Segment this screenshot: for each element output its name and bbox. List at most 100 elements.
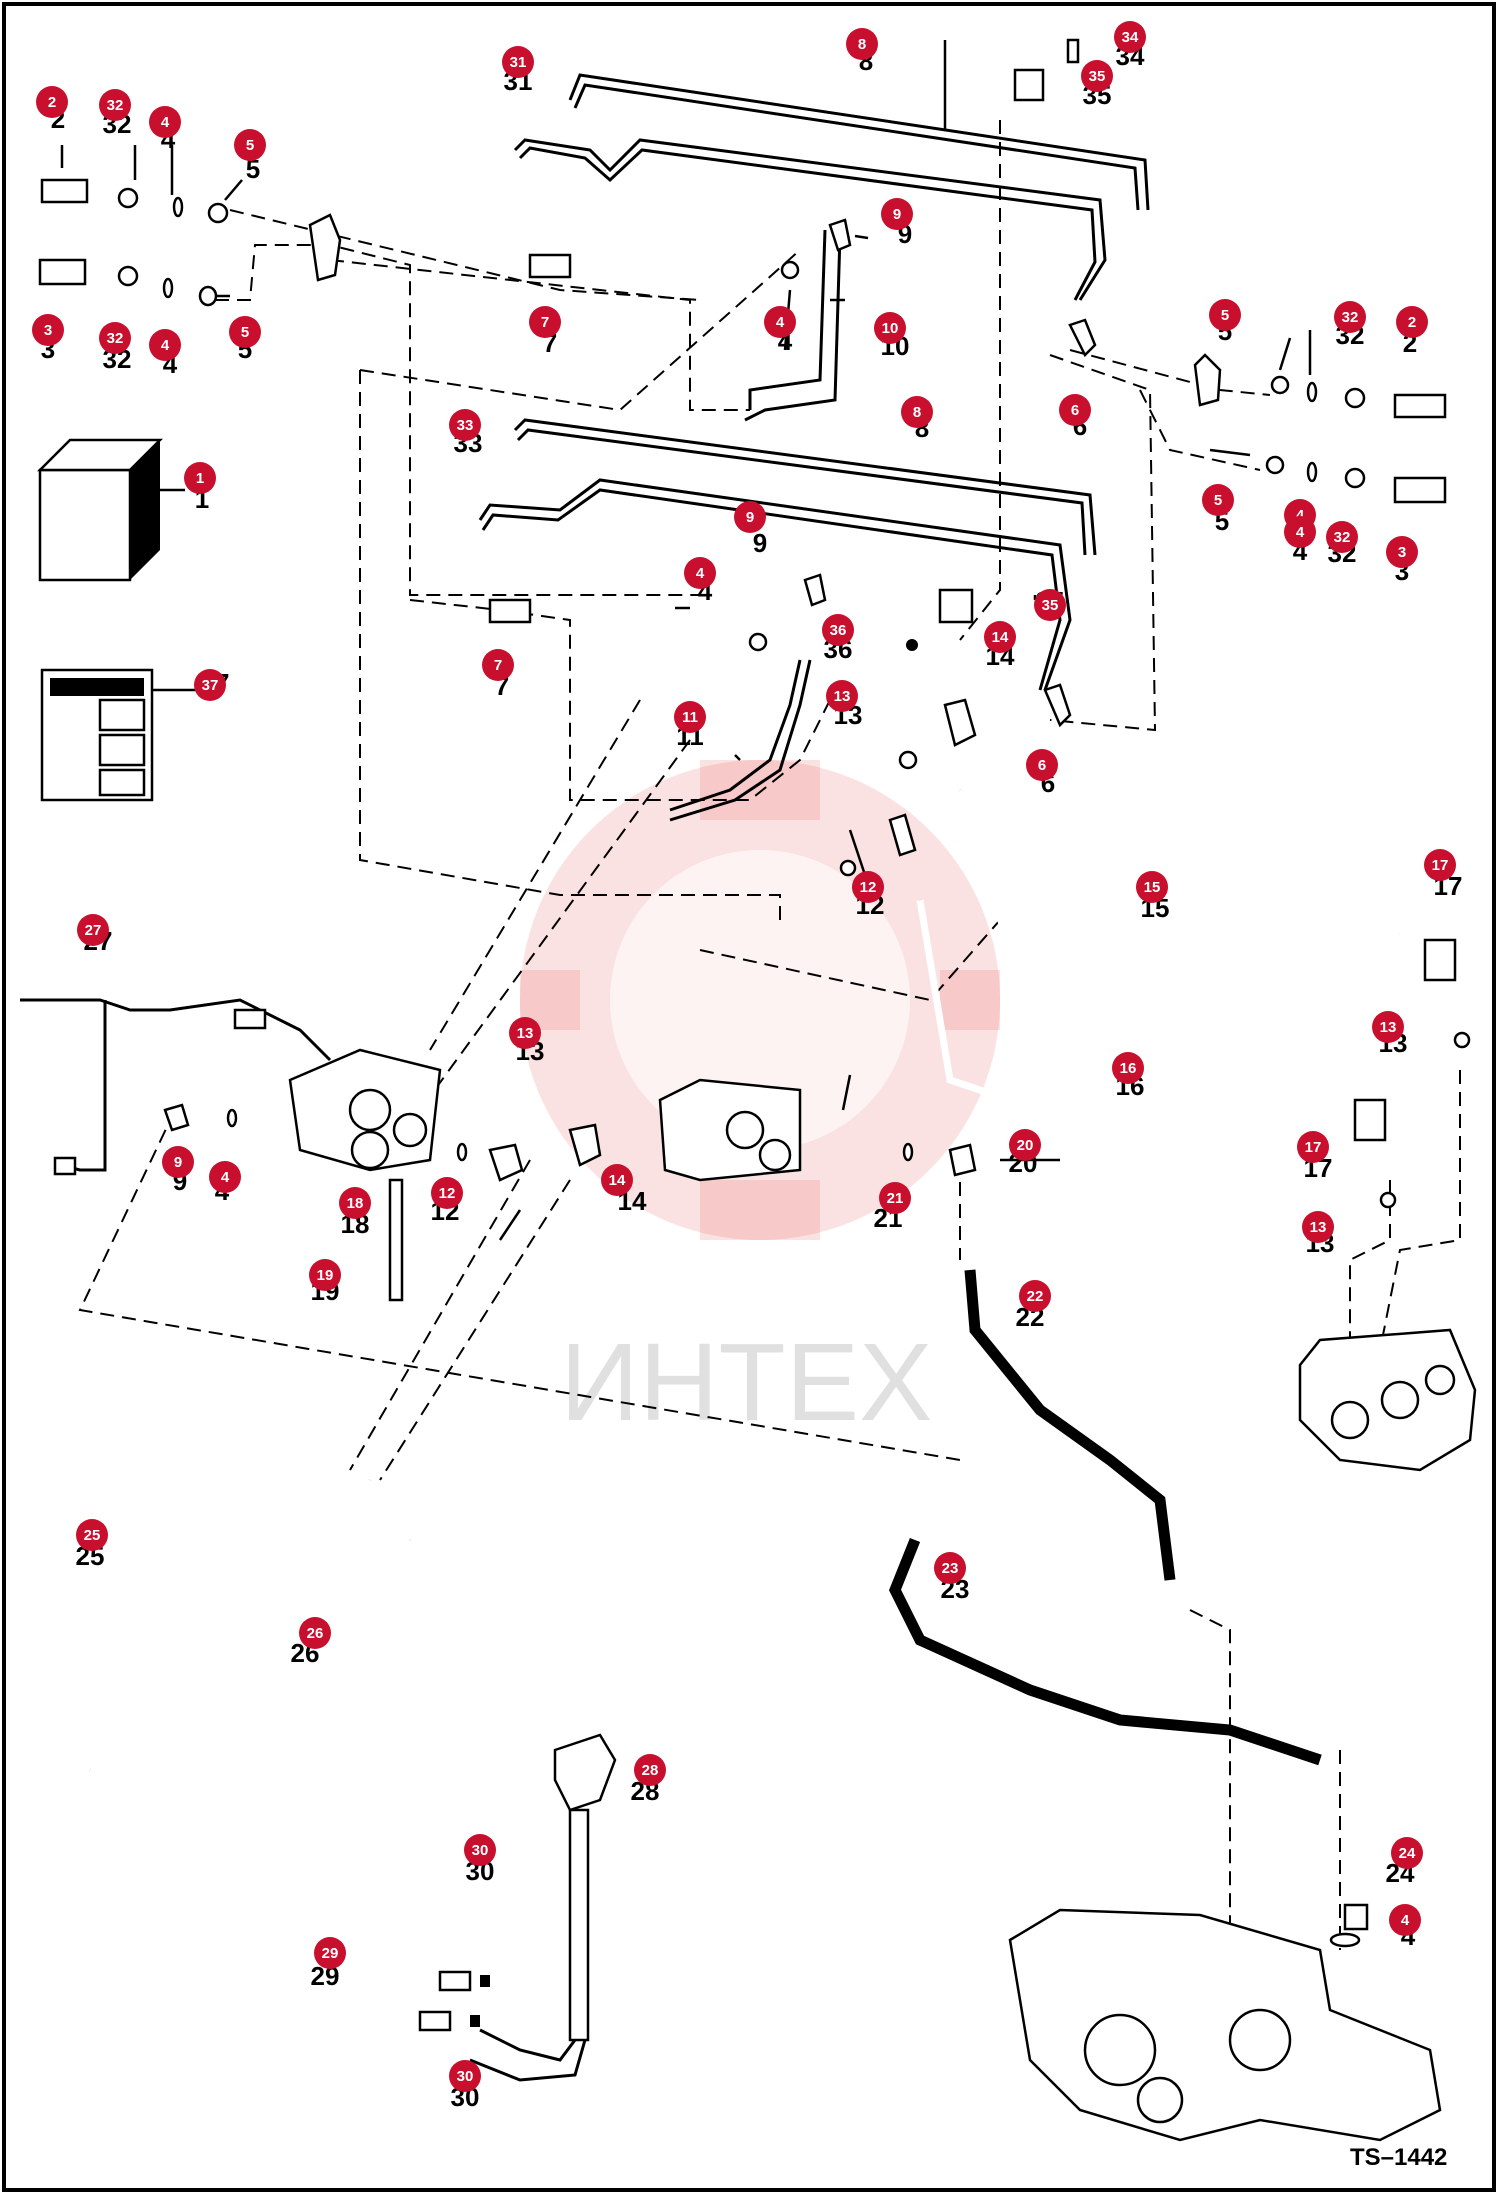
svg-text:5: 5 — [241, 324, 249, 341]
terminal-lower — [470, 2015, 480, 2027]
callout-bubble-9: 9 — [881, 198, 913, 230]
svg-text:9: 9 — [174, 1154, 182, 1171]
callout-bubble-3: 3 — [32, 314, 64, 346]
svg-text:35: 35 — [1089, 68, 1106, 85]
svg-text:18: 18 — [347, 1195, 364, 1212]
svg-text:16: 16 — [1120, 1060, 1137, 1077]
svg-text:26: 26 — [307, 1625, 324, 1642]
callout-bubble-17: 17 — [1297, 1131, 1329, 1163]
callout-bubble-4: 4 — [684, 557, 716, 589]
svg-text:11: 11 — [682, 709, 698, 726]
callout-bubble-8: 8 — [846, 28, 878, 60]
callout-bubble-13: 13 — [1302, 1211, 1334, 1243]
callout-bubble-9: 9 — [162, 1146, 194, 1178]
switch-lower — [418, 2010, 452, 2032]
bolt-upper — [1066, 38, 1080, 64]
callout-bubble-4: 4 — [149, 106, 181, 138]
main-control-valve — [1298, 938, 1477, 1472]
svg-text:3: 3 — [44, 322, 52, 339]
terminal-upper — [480, 1975, 490, 1987]
callout-bubble-9: 9 — [734, 501, 766, 533]
callout-bubble-3: 3 — [1386, 536, 1418, 568]
callout-bubble-1: 1 — [184, 462, 216, 494]
svg-text:15: 15 — [1144, 879, 1161, 896]
svg-text:36: 36 — [830, 622, 847, 639]
svg-text:4: 4 — [776, 314, 785, 331]
coupler-right-top — [1193, 353, 1447, 419]
fitting-14-upper — [943, 698, 977, 747]
svg-text:30: 30 — [472, 1842, 489, 1859]
oring-13-lower — [456, 1142, 468, 1162]
callout-bubble-17: 17 — [1424, 849, 1456, 881]
callout-bubble-7: 7 — [482, 649, 514, 681]
callout-bubble-30: 30 — [464, 1834, 496, 1866]
callout-bubble-37: 37 — [194, 669, 226, 701]
svg-text:4: 4 — [1296, 507, 1305, 524]
svg-text:3: 3 — [1398, 544, 1406, 561]
fitting-14-lower — [568, 1123, 602, 1167]
svg-text:33: 33 — [457, 417, 474, 434]
fitting-9-mid — [803, 573, 827, 607]
svg-text:4: 4 — [221, 1169, 230, 1186]
tee-fitting-lower — [488, 598, 532, 624]
svg-text:21: 21 — [887, 1190, 904, 1207]
svg-text:28: 28 — [642, 1762, 659, 1779]
auxiliary-valve — [658, 1078, 977, 1182]
callout-bubble-4: 4 — [1389, 1904, 1421, 1936]
svg-text:7: 7 — [494, 657, 502, 674]
callout-bubble-2: 2 — [1396, 306, 1428, 338]
callout-bubble-16: 16 — [1112, 1052, 1144, 1084]
svg-text:14: 14 — [609, 1172, 626, 1189]
callout-bubble-36: 36 — [822, 614, 854, 646]
callout-bubble-25: 25 — [76, 1519, 108, 1551]
callout-bubble-30: 30 — [449, 2060, 481, 2092]
callout-bubble-10: 10 — [874, 312, 906, 344]
callout-bubble-14: 14 — [984, 621, 1016, 653]
assembly-dashed-lines — [78, 120, 1461, 2100]
fitting-9-lower — [163, 1103, 190, 1132]
svg-text:8: 8 — [913, 404, 921, 421]
oring-13-mid — [839, 859, 857, 877]
callout-bubble-32: 32 — [99, 322, 131, 354]
svg-text:22: 22 — [1027, 1288, 1044, 1305]
svg-text:34: 34 — [1122, 29, 1139, 46]
svg-text:9: 9 — [746, 509, 754, 526]
svg-text:13: 13 — [1310, 1219, 1327, 1236]
svg-text:1: 1 — [196, 470, 204, 487]
callout-bubble-26: 26 — [299, 1617, 331, 1649]
callout-bubble-35: 35 — [1034, 589, 1066, 621]
callout-bubble-4: 4 — [209, 1161, 241, 1193]
svg-text:7: 7 — [541, 314, 549, 331]
svg-text:30: 30 — [457, 2068, 474, 2085]
callout-bubble-13: 13 — [1372, 1011, 1404, 1043]
callout-bubble-13: 13 — [826, 680, 858, 712]
callout-bubble-12: 12 — [852, 871, 884, 903]
nut-lower — [906, 639, 918, 651]
callout-bubble-34: 34 — [1114, 21, 1146, 53]
decal-sheet — [40, 668, 154, 802]
svg-text:12: 12 — [439, 1185, 456, 1202]
svg-text:2: 2 — [48, 94, 56, 111]
callout-bubble-5: 5 — [1202, 484, 1234, 516]
callout-bubble-4: 4 — [149, 329, 181, 361]
leader-lines — [60, 40, 1312, 1241]
fitting-9-upper — [828, 218, 852, 252]
callout-bubble-35: 35 — [1081, 60, 1113, 92]
callout-bubble-27: 27 — [77, 914, 109, 946]
callout-bubble-12: 12 — [431, 1177, 463, 1209]
watermark-text: ИНТЕХ — [560, 1321, 932, 1444]
callout-bubble-20: 20 — [1009, 1129, 1041, 1161]
fitting-12-lower — [488, 1143, 524, 1182]
svg-text:13: 13 — [1380, 1019, 1397, 1036]
svg-text:4: 4 — [161, 114, 170, 131]
tee-fitting-upper — [528, 253, 572, 279]
oring-4-upper — [780, 260, 800, 280]
svg-text:5: 5 — [1221, 307, 1229, 324]
callout-bubble-29: 29 — [314, 1937, 346, 1969]
svg-text:32: 32 — [107, 330, 124, 347]
bracket-upper — [1013, 68, 1045, 102]
callout-bubble-8: 8 — [901, 396, 933, 428]
callout-bubble-5: 5 — [229, 316, 261, 348]
callout-label-5: 5 — [246, 154, 260, 184]
callout-bubble-5: 5 — [234, 129, 266, 161]
